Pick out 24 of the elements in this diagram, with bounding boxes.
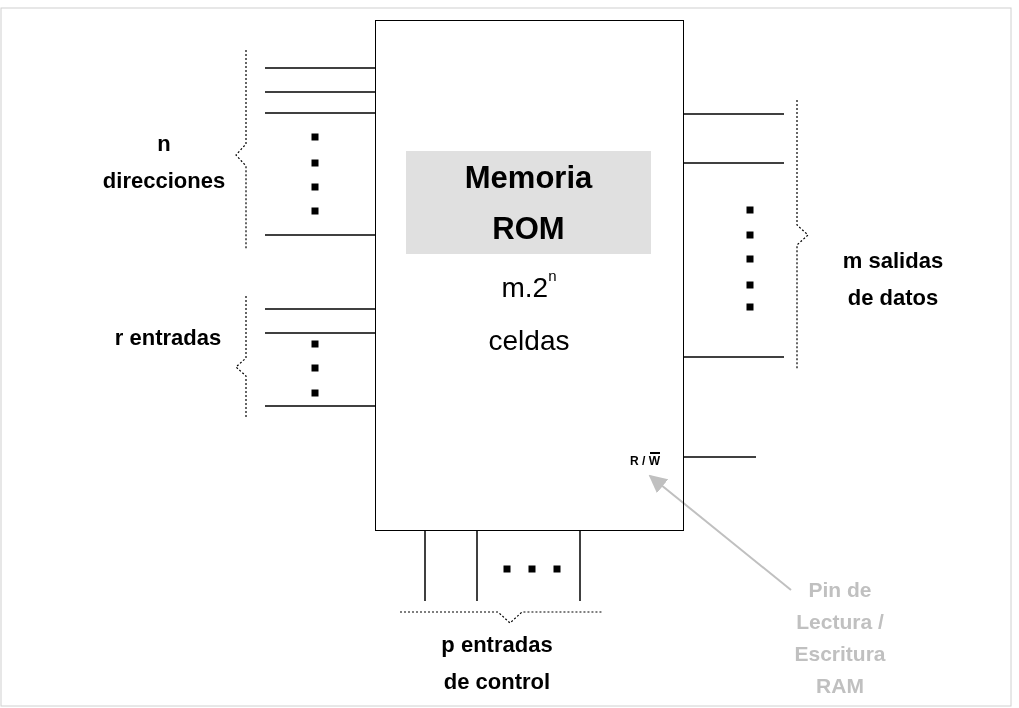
bus-label: m salidas de datos <box>841 247 945 312</box>
pin-line <box>264 234 376 236</box>
pin-line <box>579 530 581 602</box>
pin-line <box>683 456 757 458</box>
bus-label: r entradas <box>113 324 223 352</box>
pin-line <box>264 308 376 310</box>
pin-line <box>264 405 376 407</box>
pin-line <box>683 162 785 164</box>
pin-line <box>476 530 478 602</box>
pin-line <box>264 67 376 69</box>
annotation-text: Pin de Lectura / Escritura RAM <box>785 574 895 704</box>
cell-count: m.2$^{n}$ celdas <box>487 266 571 358</box>
pin-line <box>683 113 785 115</box>
bus-label: n direcciones <box>101 130 227 195</box>
memory-title: Memoria ROM <box>406 151 651 254</box>
memory-block <box>375 20 684 531</box>
pin-line <box>264 91 376 93</box>
pin-line <box>264 112 376 114</box>
bus-label: p entradas de control <box>440 631 554 696</box>
leader-arrow <box>648 474 792 591</box>
pin-line <box>683 356 785 358</box>
pin-line <box>264 332 376 334</box>
pin-label: R / W <box>630 454 660 470</box>
pin-line <box>424 530 426 602</box>
